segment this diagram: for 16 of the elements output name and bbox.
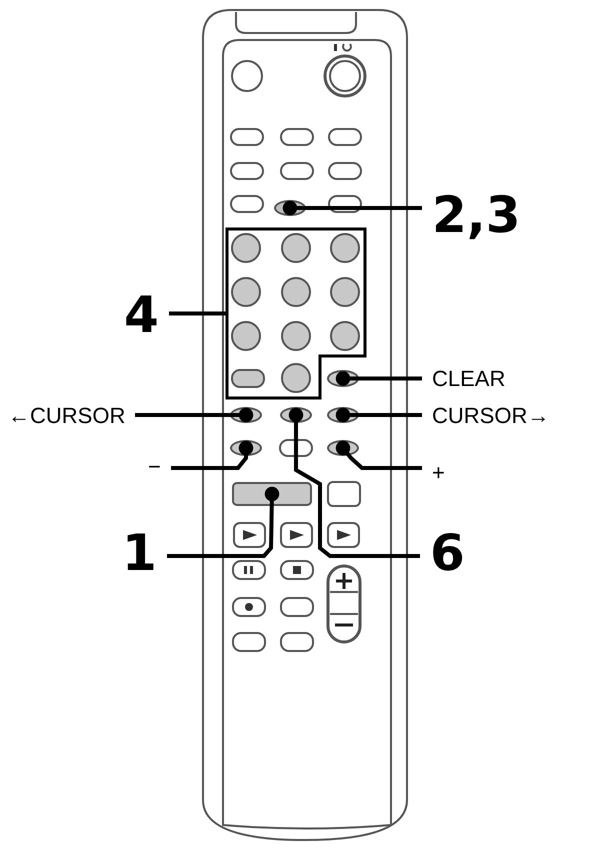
button-label: +: [432, 462, 445, 484]
button-label: −: [148, 456, 161, 478]
remote-button: [232, 482, 312, 506]
callout-number: 4: [124, 290, 159, 340]
button-label: ←CURSOR: [8, 405, 126, 427]
leader-line: [171, 440, 254, 470]
leader-line: [169, 312, 226, 316]
keypad-outline: [226, 228, 366, 399]
button-label: CLEAR: [432, 368, 506, 390]
callout-number: 6: [430, 528, 465, 578]
callout-number: 2,3: [432, 190, 521, 240]
leader-line: [336, 440, 422, 470]
leader-line: [288, 408, 420, 558]
button-label: CURSOR→: [432, 405, 550, 427]
leader-line: [167, 486, 280, 558]
callout-number: 1: [122, 528, 157, 578]
